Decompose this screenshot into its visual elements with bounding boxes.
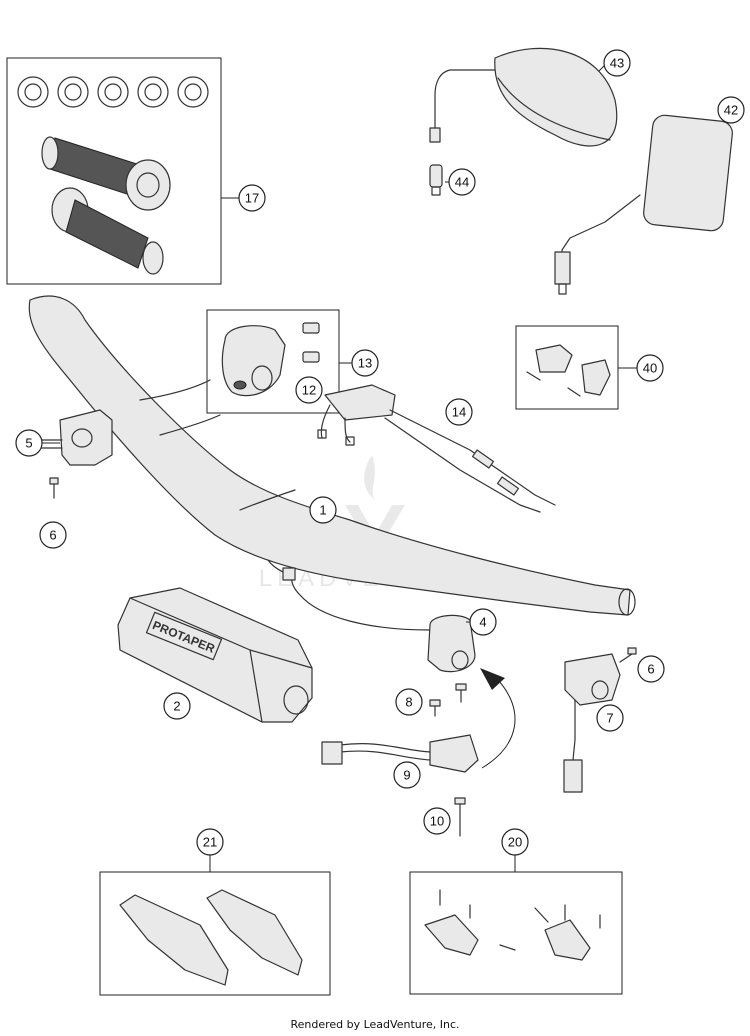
callout-12-label: 12: [302, 383, 316, 398]
callout-9[interactable]: 9: [393, 761, 421, 789]
handlebar-1[interactable]: [28, 295, 636, 616]
callout-2[interactable]: 2: [163, 692, 191, 720]
clamp-kit-40[interactable]: [515, 325, 619, 410]
switch-7[interactable]: [563, 653, 621, 793]
callout-2-label: 2: [173, 699, 180, 714]
callout-7[interactable]: 7: [596, 704, 624, 732]
mount-kit-20[interactable]: [409, 871, 623, 995]
switch-4[interactable]: [427, 614, 476, 673]
callout-5[interactable]: 5: [15, 429, 43, 457]
handguard-kit-21[interactable]: [99, 871, 331, 996]
mount-kit-box: [409, 871, 623, 995]
mirror-42[interactable]: [554, 114, 734, 295]
clutch-grip: [51, 187, 164, 275]
leader-lines: [40, 64, 637, 872]
callout-1[interactable]: 1: [309, 496, 337, 524]
handlebar-pad-2[interactable]: PROTAPER: [117, 587, 313, 723]
callout-20[interactable]: 20: [501, 828, 529, 856]
callout-12[interactable]: 12: [295, 376, 323, 404]
throttle-grip: [41, 136, 171, 211]
mirror-nut-44[interactable]: [429, 164, 443, 196]
callout-10[interactable]: 10: [423, 807, 451, 835]
callout-4[interactable]: 4: [469, 608, 497, 636]
mirror-43[interactable]: [429, 47, 618, 147]
callout-6-left-label: 6: [49, 528, 56, 543]
callout-9-label: 9: [403, 768, 410, 783]
callout-5-label: 5: [25, 436, 32, 451]
throttle-cam-set: [17, 76, 209, 108]
callout-44[interactable]: 44: [448, 168, 476, 196]
callout-13-label: 13: [358, 356, 372, 371]
screws-8[interactable]: [429, 683, 467, 717]
callout-43[interactable]: 43: [603, 49, 631, 77]
switch-kit-box: [206, 309, 340, 414]
assembly-arrow: [481, 679, 516, 769]
switch-wiring: [267, 559, 431, 631]
screw-6-right[interactable]: [619, 647, 637, 663]
callout-42-label: 42: [724, 103, 738, 118]
callout-40[interactable]: 40: [636, 354, 664, 382]
callout-1-label: 1: [319, 503, 326, 518]
footer-credit: Rendered by LeadVenture, Inc.: [290, 1018, 460, 1031]
callout-4-label: 4: [479, 615, 486, 630]
grip-kit-box: [6, 57, 222, 285]
callout-17-label: 17: [245, 191, 259, 206]
callout-6-right-label: 6: [647, 662, 654, 677]
callout-7-label: 7: [606, 711, 613, 726]
callout-6-left[interactable]: 6: [39, 521, 67, 549]
handguard-kit-box: [99, 871, 331, 996]
grip-kit-17[interactable]: [6, 57, 222, 285]
callout-17[interactable]: 17: [238, 184, 266, 212]
callout-14[interactable]: 14: [445, 398, 473, 426]
callout-43-label: 43: [610, 56, 624, 71]
callout-40-label: 40: [643, 361, 657, 376]
callout-13[interactable]: 13: [351, 349, 379, 377]
callout-8-label: 8: [405, 695, 412, 710]
callout-14-label: 14: [452, 405, 466, 420]
callout-44-label: 44: [455, 175, 469, 190]
callout-21[interactable]: 21: [196, 828, 224, 856]
throttle-cables-14[interactable]: [317, 384, 556, 513]
callout-42[interactable]: 42: [717, 96, 745, 124]
screw-10[interactable]: [454, 797, 466, 837]
callout-8[interactable]: 8: [395, 688, 423, 716]
callout-21-label: 21: [203, 835, 217, 850]
callout-10-label: 10: [430, 814, 444, 829]
callout-6-right[interactable]: 6: [637, 655, 665, 683]
callout-20-label: 20: [508, 835, 522, 850]
wire-harness-9[interactable]: [321, 734, 479, 773]
screw-6-left[interactable]: [49, 477, 59, 499]
switch-kit-13[interactable]: [206, 309, 340, 414]
assembly-arrow-head: [480, 668, 505, 690]
